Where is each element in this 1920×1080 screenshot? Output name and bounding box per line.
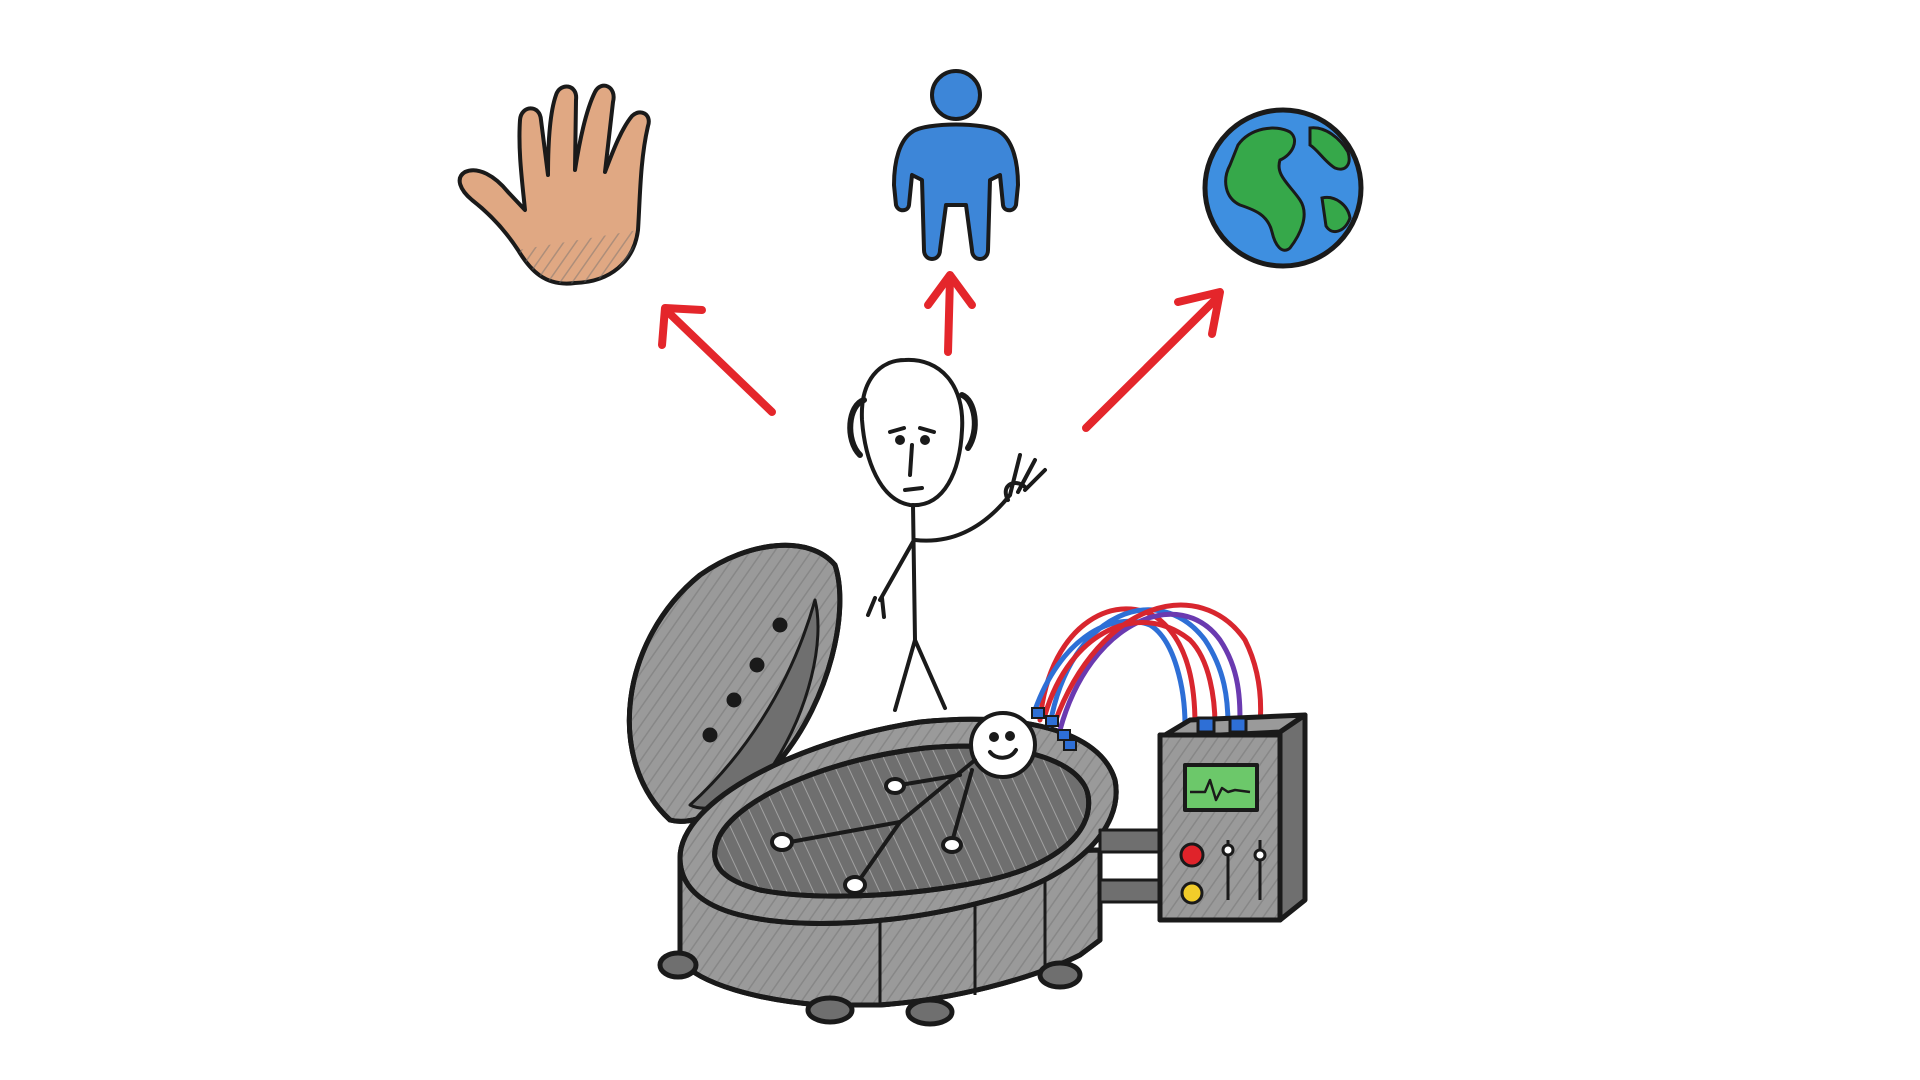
arrow-to-hand bbox=[658, 304, 776, 416]
wires bbox=[1032, 602, 1264, 733]
control-box bbox=[1098, 712, 1308, 923]
globe-icon bbox=[1202, 107, 1364, 269]
standing-figure bbox=[847, 357, 1047, 712]
arrow-to-globe bbox=[1082, 288, 1224, 432]
hand-icon bbox=[457, 83, 651, 286]
arrow-to-person bbox=[924, 271, 976, 356]
lying-figure bbox=[770, 711, 1037, 895]
electrode-clips bbox=[1031, 707, 1077, 751]
person-icon bbox=[892, 69, 1020, 261]
